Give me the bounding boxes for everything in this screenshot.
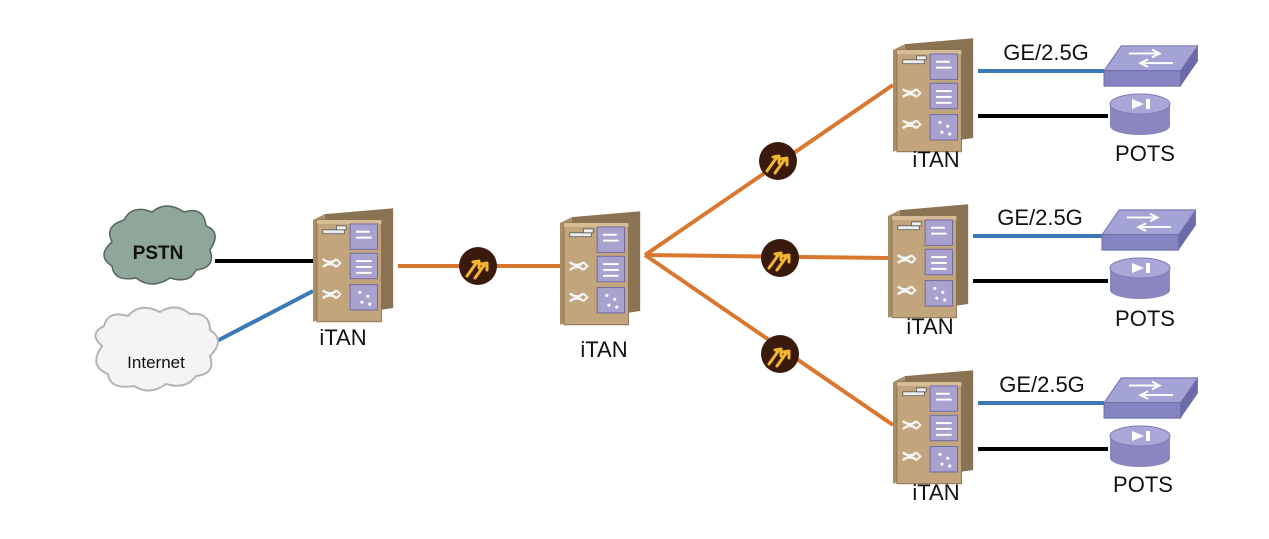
switch-icon bbox=[1103, 44, 1198, 88]
link-internet bbox=[214, 289, 314, 344]
itan-node-5: iTAN bbox=[893, 369, 975, 505]
amplifier-icon bbox=[760, 334, 800, 374]
amplifier-icon bbox=[758, 141, 798, 181]
itan-node-2-label: iTAN bbox=[580, 337, 627, 362]
switch-icon bbox=[1101, 208, 1196, 252]
pots-phone-icon bbox=[1109, 93, 1171, 136]
itan-node-3: iTAN bbox=[893, 37, 975, 172]
switch-label: GE/2.5G bbox=[999, 372, 1085, 397]
itan-node-5-label: iTAN bbox=[912, 480, 959, 505]
switch-label: GE/2.5G bbox=[997, 205, 1083, 230]
itan-node-2: iTAN bbox=[560, 210, 642, 362]
itan-node-1: iTAN bbox=[313, 207, 395, 350]
itan-node-3-label: iTAN bbox=[912, 147, 959, 172]
pots-label: POTS bbox=[1115, 141, 1175, 166]
pots-label: POTS bbox=[1115, 306, 1175, 331]
branch-2: GE/2.5G POTS bbox=[997, 205, 1196, 331]
pstn-cloud: PSTN bbox=[103, 205, 216, 285]
pstn-label: PSTN bbox=[133, 243, 184, 264]
pots-phone-icon bbox=[1109, 257, 1171, 300]
pots-phone-icon bbox=[1109, 425, 1171, 468]
switch-label: GE/2.5G bbox=[1003, 40, 1089, 65]
itan-node-4-label: iTAN bbox=[906, 314, 953, 339]
amplifier-icon bbox=[760, 238, 800, 278]
itan-node-4: iTAN bbox=[888, 203, 970, 339]
switch-icon bbox=[1103, 376, 1198, 420]
pots-label: POTS bbox=[1113, 472, 1173, 497]
amplifier-icon bbox=[458, 246, 498, 286]
branch-1: GE/2.5G POTS bbox=[1003, 40, 1198, 166]
itan-node-1-label: iTAN bbox=[319, 325, 366, 350]
branch-3: GE/2.5G POTS bbox=[999, 372, 1198, 497]
internet-label: Internet bbox=[127, 353, 185, 372]
internet-cloud: Internet bbox=[94, 306, 219, 392]
